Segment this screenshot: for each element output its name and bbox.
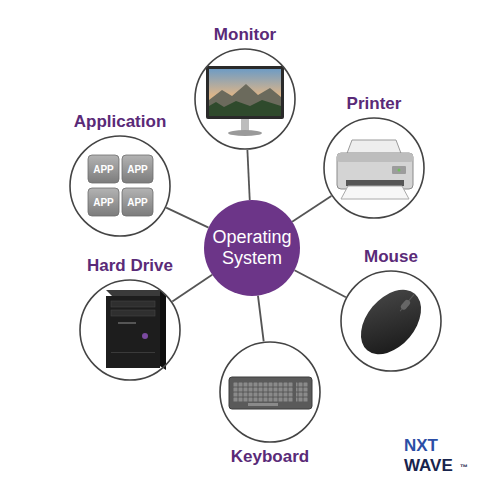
hard-drive-node: Hard Drive — [79, 279, 181, 381]
keyboard-node: Keyboard — [219, 341, 321, 443]
hub-title: Operating System — [210, 227, 294, 268]
monitor-node: Monitor — [194, 48, 296, 150]
printer-picture — [337, 140, 413, 199]
node-body: Operating System — [204, 200, 300, 296]
application-node: Application — [69, 135, 171, 237]
circle-outline — [340, 270, 442, 372]
logo-text: WAVE — [404, 456, 453, 476]
device-label: Monitor — [214, 25, 276, 45]
circle-shape — [220, 342, 320, 442]
circle-shape — [324, 118, 424, 218]
mouse-picture — [349, 278, 433, 366]
connector-stroke — [172, 275, 212, 302]
app-tile-text: APP — [127, 164, 148, 175]
app-tiles — [88, 155, 153, 216]
device-label: Mouse — [364, 247, 418, 267]
app-tile-text: APP — [93, 197, 114, 208]
printer-node: Printer — [323, 117, 425, 219]
device-label: Printer — [347, 94, 402, 114]
pc-tower-picture — [106, 290, 166, 370]
connector-stroke — [294, 270, 345, 297]
connector-line — [172, 275, 212, 302]
connector-line — [166, 208, 208, 228]
circle-shape — [80, 280, 180, 380]
connector-line — [258, 296, 264, 342]
app-tile-text: APP — [93, 164, 114, 175]
connector-stroke — [292, 196, 331, 222]
circle-outline — [219, 341, 321, 443]
circle-outline — [323, 117, 425, 219]
mouse-node: Mouse — [340, 270, 442, 372]
circle-outline — [79, 279, 181, 381]
logo-mark: ™ — [460, 463, 468, 472]
logo-text: NXT — [404, 436, 438, 456]
app-tile-text: APP — [127, 197, 148, 208]
device-label: Hard Drive — [87, 256, 173, 276]
os-hub-circle: Operating System — [204, 200, 300, 296]
connector-line — [247, 150, 249, 200]
keyboard-picture — [229, 377, 312, 409]
circle-shape — [195, 49, 295, 149]
circle-shape — [70, 136, 170, 236]
connector-stroke — [166, 208, 208, 228]
connector-line — [292, 196, 331, 222]
connector-stroke — [247, 150, 249, 200]
circle-shape — [204, 200, 300, 296]
monitor-picture — [206, 66, 284, 136]
connector-stroke — [258, 296, 264, 342]
circle-shape — [341, 271, 441, 371]
connector-line — [294, 270, 345, 297]
circle-outline — [69, 135, 171, 237]
device-label: Keyboard — [231, 447, 309, 467]
circle-outline — [194, 48, 296, 150]
device-label: Application — [74, 112, 167, 132]
